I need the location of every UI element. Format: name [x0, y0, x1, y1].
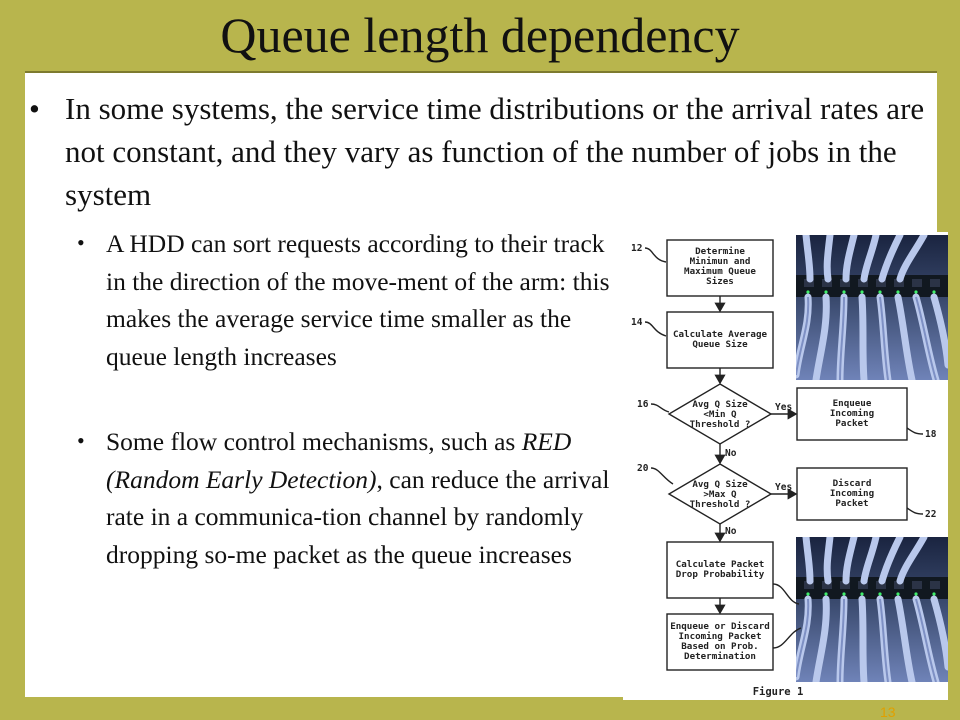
ref-label-14: 14 — [631, 317, 643, 328]
network-cables-photo-icon — [796, 537, 948, 682]
box12-line3: Maximum Queue — [684, 266, 756, 277]
red-flowchart-figure: Determine Minimun and Maximum Queue Size… — [623, 232, 948, 700]
bullet-dot-icon: • — [29, 91, 40, 126]
box22-line1: Discard — [833, 478, 872, 489]
ref-label-18: 18 — [925, 429, 937, 440]
yes-label: Yes — [775, 402, 792, 413]
yes-label: Yes — [775, 482, 792, 493]
box-prob-line2: Drop Probability — [676, 569, 765, 580]
box12-line2: Minimun and — [690, 256, 751, 267]
box22-line3: Packet — [835, 498, 868, 509]
box22-line2: Incoming — [830, 488, 874, 499]
box-final-line3: Based on Prob. — [681, 641, 758, 652]
box14-line2: Queue Size — [692, 339, 748, 350]
diamond16-line2: <Min Q — [703, 409, 737, 420]
bullet-dot-icon: • — [77, 230, 85, 255]
sub-bullet-text-post: , can reduce the arrival rate in a commu… — [106, 464, 610, 569]
sub-bullet-text: A HDD can sort requests according to the… — [106, 229, 610, 371]
box12-line4: Sizes — [706, 276, 734, 287]
diamond20-line3: Threshold ? — [690, 499, 751, 510]
box18-line1: Enqueue — [833, 398, 872, 409]
ref-label-12: 12 — [631, 243, 642, 254]
diamond20-line2: >Max Q — [703, 489, 737, 500]
sub-bullet-text-pre: Some flow control mechanisms, such as — [106, 427, 522, 456]
diamond16-line3: Threshold ? — [690, 419, 751, 430]
box14-line1: Calculate Average — [673, 329, 768, 340]
page-number: 13 — [880, 704, 896, 720]
network-cables-photo-icon — [796, 235, 948, 380]
box-final-line2: Incoming Packet — [679, 631, 762, 642]
figure-caption: Figure 1 — [753, 686, 804, 698]
box-final-line1: Enqueue or Discard — [670, 621, 770, 632]
no-label: No — [725, 526, 737, 537]
box-prob-line1: Calculate Packet — [676, 559, 765, 570]
sub-bullet-text: Some flow control mechanisms, such as RE… — [106, 423, 616, 573]
ref-label-22: 22 — [925, 509, 936, 520]
bullet-dot-icon: • — [77, 428, 85, 453]
ref-label-16: 16 — [637, 399, 649, 410]
box12-line1: Determine — [695, 246, 745, 257]
slide-title: Queue length dependency — [220, 7, 740, 63]
box18-line2: Incoming — [830, 408, 874, 419]
flowchart-diagram: Determine Minimun and Maximum Queue Size… — [631, 239, 937, 698]
no-label: No — [725, 448, 737, 459]
box-final-line4: Determination — [684, 651, 756, 662]
main-bullet-text: In some systems, the service time distri… — [65, 91, 925, 212]
ref-label-20: 20 — [637, 463, 649, 474]
title-divider — [25, 71, 937, 73]
red-term: RED (Random Early Detection) — [106, 427, 572, 494]
diamond20-line1: Avg Q Size — [692, 479, 748, 490]
diamond16-line1: Avg Q Size — [692, 399, 748, 410]
box18-line3: Packet — [835, 418, 868, 429]
